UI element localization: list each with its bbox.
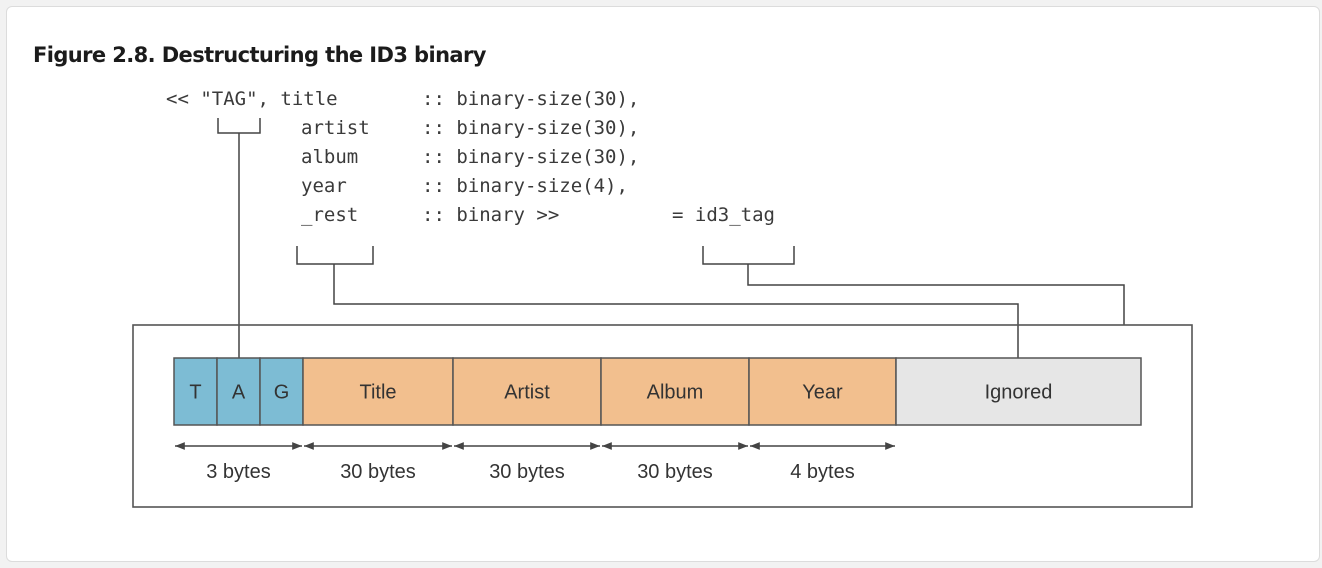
byte-size-label: 30 bytes: [637, 461, 713, 483]
byte-size-label: 30 bytes: [489, 461, 565, 483]
code-line-5-pattern: _rest: [301, 204, 358, 226]
segment-box-year: [748, 357, 897, 426]
id3-tag-bracket: [702, 246, 795, 265]
segment-label-ignored: Ignored: [985, 382, 1053, 404]
segment-label-title: Title: [359, 382, 396, 404]
code-line-1-pattern: << "TAG", title: [166, 88, 338, 110]
segment-box-album: [600, 357, 750, 426]
segment-box-ignored: [895, 357, 1142, 426]
segment-label-g: G: [274, 382, 290, 404]
code-line-3-spec: :: binary-size(30),: [422, 146, 639, 168]
binary-container: [132, 324, 1193, 508]
segment-a: A: [216, 357, 261, 426]
segment-box-g: [259, 357, 304, 426]
code-line-4-spec: :: binary-size(4),: [422, 175, 628, 197]
code-block: << "TAG", title :: binary-size(30), arti…: [166, 88, 775, 226]
segment-g: G: [259, 357, 304, 426]
segment-t: T: [173, 357, 218, 426]
code-line-2-pattern: artist: [301, 117, 370, 139]
segment-year: Year: [748, 357, 897, 426]
byte-size-label: 4 bytes: [790, 461, 854, 483]
segment-artist: Artist: [452, 357, 602, 426]
segment-box-a: [216, 357, 261, 426]
segment-label-artist: Artist: [504, 382, 550, 404]
connectors: [217, 118, 1125, 358]
code-line-4-pattern: year: [301, 175, 347, 197]
code-line-2-spec: :: binary-size(30),: [422, 117, 639, 139]
byte-size-label: 30 bytes: [340, 461, 416, 483]
segment-title: Title: [302, 357, 454, 426]
code-line-3-pattern: album: [301, 146, 358, 168]
id3-tag-connector: [747, 264, 1125, 325]
byte-size-row: 3 bytes 30 bytes 30 bytes 30 bytes 4 bytes: [175, 442, 895, 483]
rest-connector: [333, 264, 1019, 358]
segment-album: Album: [600, 357, 750, 426]
segment-label-album: Album: [647, 382, 704, 404]
segment-label-year: Year: [802, 382, 843, 404]
segment-label-t: T: [189, 382, 201, 404]
code-assignment: = id3_tag: [672, 204, 775, 226]
segment-row: T A G Title Artist Album Year Ignored: [173, 357, 1142, 426]
rest-bracket: [296, 246, 374, 265]
figure-title: Figure 2.8. Destructuring the ID3 binary: [33, 43, 486, 67]
segment-ignored: Ignored: [895, 357, 1142, 426]
figure-card: [6, 6, 1320, 562]
byte-size-label: 3 bytes: [206, 461, 270, 483]
segment-box-artist: [452, 357, 602, 426]
segment-box-title: [302, 357, 454, 426]
code-line-1-spec: :: binary-size(30),: [422, 88, 639, 110]
tag-bracket: [217, 118, 261, 134]
segment-label-a: A: [232, 382, 246, 404]
code-line-5-spec: :: binary >>: [422, 204, 559, 226]
